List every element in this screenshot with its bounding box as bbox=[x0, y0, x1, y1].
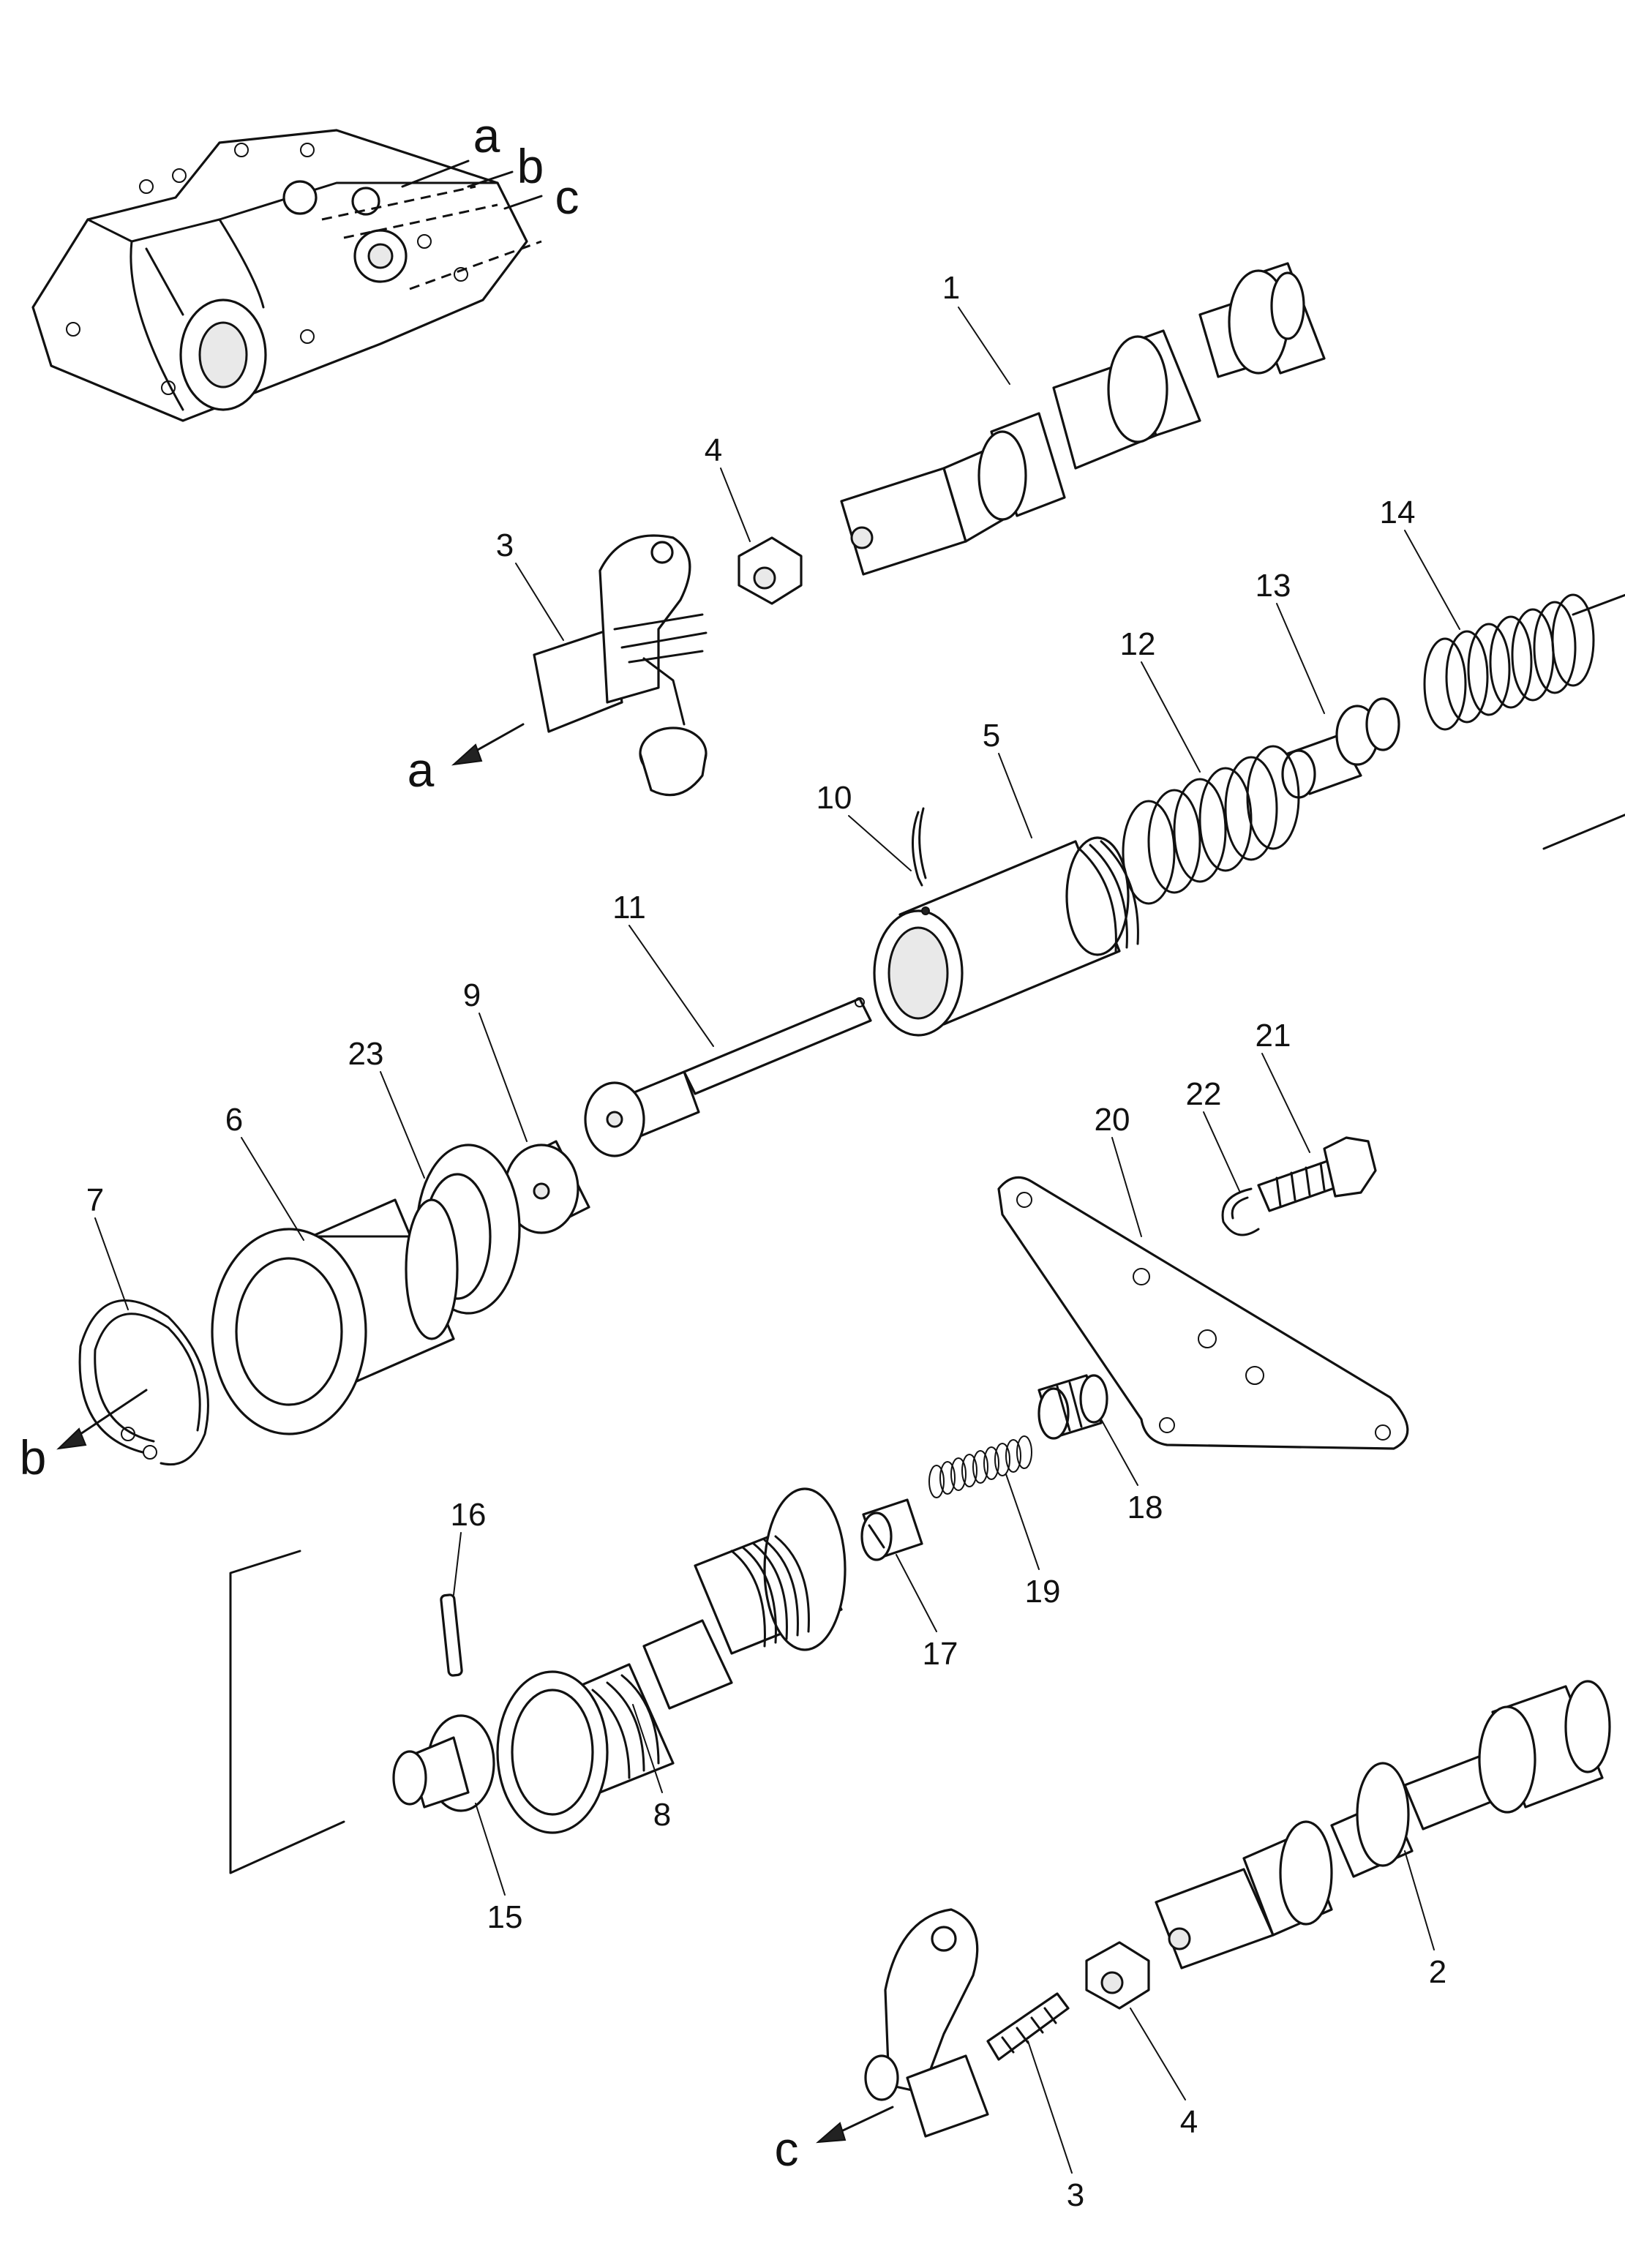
spool-2 bbox=[1155, 1680, 1611, 1970]
callout-8: 8 bbox=[653, 1797, 671, 1833]
assembly-bracket-left bbox=[229, 1550, 345, 1874]
valve-body-8 bbox=[496, 1487, 847, 1834]
plug-17 bbox=[860, 1498, 923, 1561]
pin-16 bbox=[440, 1593, 463, 1677]
callout-4-bottom: 4 bbox=[1180, 2104, 1198, 2140]
plate-20 bbox=[997, 1176, 1409, 1450]
sleeve-5 bbox=[873, 836, 1139, 1037]
spring-19 bbox=[928, 1435, 1032, 1498]
stopper-15 bbox=[392, 1714, 495, 1812]
callout-7: 7 bbox=[86, 1182, 104, 1218]
plug-18 bbox=[1037, 1374, 1108, 1440]
callout-6: 6 bbox=[225, 1102, 243, 1138]
callout-11: 11 bbox=[612, 890, 646, 925]
spool-1 bbox=[840, 262, 1326, 576]
valve-housing bbox=[31, 129, 543, 422]
callout-1: 1 bbox=[942, 270, 960, 306]
ref-letter-c: c bbox=[555, 170, 579, 224]
callout-3-top: 3 bbox=[496, 527, 514, 563]
ref-arrow-b bbox=[56, 1389, 148, 1450]
ref-arrow-a-label: a bbox=[408, 743, 435, 797]
callout-21: 21 bbox=[1256, 1018, 1291, 1054]
bolt-21 bbox=[1257, 1136, 1377, 1212]
callout-19: 19 bbox=[1025, 1574, 1061, 1610]
callout-13: 13 bbox=[1256, 568, 1291, 604]
ref-arrow-b-label: b bbox=[20, 1430, 47, 1484]
callout-3-bottom: 3 bbox=[1067, 2177, 1084, 2213]
ref-arrow-a bbox=[451, 723, 525, 766]
callout-17: 17 bbox=[923, 1636, 958, 1672]
callout-20: 20 bbox=[1095, 1102, 1130, 1138]
callout-12: 12 bbox=[1120, 626, 1156, 662]
lock-washer-22 bbox=[1221, 1187, 1260, 1236]
callout-18: 18 bbox=[1127, 1490, 1163, 1525]
callout-2: 2 bbox=[1429, 1954, 1446, 1990]
leader-lines bbox=[94, 307, 1460, 2174]
ref-letter-b: b bbox=[517, 139, 544, 193]
lever-3-top bbox=[533, 534, 708, 797]
callout-22: 22 bbox=[1186, 1076, 1222, 1112]
callout-4-top: 4 bbox=[705, 432, 722, 468]
pin-10 bbox=[912, 807, 927, 887]
rod-11 bbox=[584, 997, 872, 1157]
nut-4-top bbox=[738, 536, 803, 605]
nut-4-bottom bbox=[1085, 1941, 1150, 2010]
assembly-bracket-right bbox=[1542, 593, 1625, 850]
retainer-13 bbox=[1281, 697, 1400, 799]
callout-16: 16 bbox=[451, 1497, 487, 1533]
lever-3-bottom bbox=[864, 1908, 1070, 2138]
callout-9: 9 bbox=[463, 977, 481, 1013]
callout-14: 14 bbox=[1380, 495, 1416, 530]
ref-letter-a: a bbox=[473, 108, 500, 162]
callout-10: 10 bbox=[817, 780, 852, 816]
snap-ring-7 bbox=[78, 1299, 209, 1466]
spring-12 bbox=[1122, 745, 1300, 905]
callout-5: 5 bbox=[983, 718, 1000, 754]
ref-arrow-c-label: c bbox=[775, 2122, 799, 2176]
spring-14 bbox=[1423, 593, 1595, 731]
piston-6 bbox=[211, 1198, 459, 1435]
ref-arrow-c bbox=[816, 2106, 894, 2144]
callout-23: 23 bbox=[348, 1036, 384, 1072]
callout-15: 15 bbox=[487, 1899, 523, 1935]
